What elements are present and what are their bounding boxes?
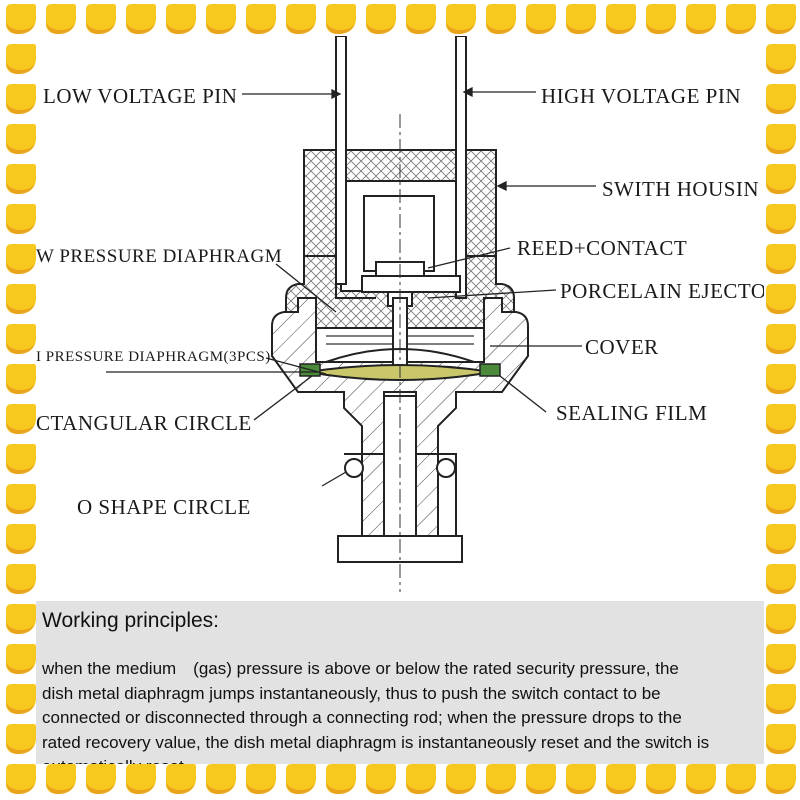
label-high-voltage-pin: HIGH VOLTAGE PIN <box>541 84 741 108</box>
label-sealing-film: SEALING FILM <box>556 401 708 425</box>
label-rectangular-circle: CTANGULAR CIRCLE <box>36 411 252 435</box>
label-low-voltage-pin: LOW VOLTAGE PIN <box>43 84 238 108</box>
info-line: automatically reset. <box>42 755 764 764</box>
o-shape-circle <box>344 458 364 478</box>
info-body: when the medium (gas) pressure is above … <box>42 657 764 764</box>
label-porcelain-ejector: PORCELAIN EJECTO <box>560 279 764 303</box>
label-high-pressure-diaphragm: I PRESSURE DIAPHRAGM(3PCS) <box>36 349 271 365</box>
info-line: dish metal diaphragm jumps instantaneous… <box>42 683 661 703</box>
working-principles-panel: Working principles: when the medium (gas… <box>36 601 764 764</box>
pressure-switch-diagram <box>106 36 596 592</box>
low-voltage-pin <box>335 36 347 285</box>
label-low-pressure-diaphragm: W PRESSURE DIAPHRAGM <box>36 246 283 267</box>
label-o-shape-circle: O SHAPE CIRCLE <box>77 495 251 519</box>
info-line: connected or disconnected through a conn… <box>42 708 682 727</box>
label-cover: COVER <box>585 335 659 359</box>
info-line: when the medium (gas) pressure is above … <box>42 659 679 678</box>
label-reed-contact: REED+CONTACT <box>517 236 688 260</box>
content-panel: LOW VOLTAGE PIN HIGH VOLTAGE PIN SWITH H… <box>36 36 764 764</box>
high-voltage-pin <box>455 36 467 299</box>
info-line: rated recovery value, the dish metal dia… <box>42 732 710 752</box>
label-switch-housing: SWITH HOUSIN <box>602 177 760 201</box>
info-title: Working principles: <box>42 609 220 632</box>
